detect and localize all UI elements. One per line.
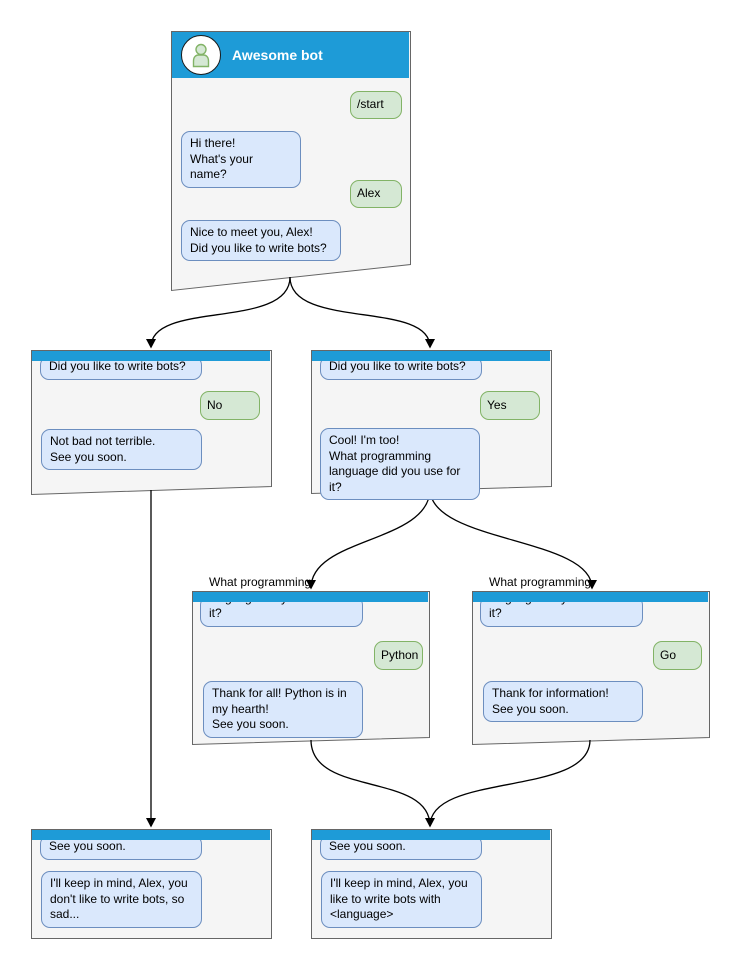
user-message-bubble: Go	[653, 641, 702, 670]
bot-message-bubble: Not bad not terrible. See you soon.	[41, 429, 202, 471]
window-titlebar: Awesome bot	[172, 32, 409, 78]
bot-message-bubble: Hi there! What's your name?	[181, 131, 301, 188]
user-message-bubble: Alex	[350, 180, 402, 208]
bot-message-bubble: Thank for information! See you soon.	[483, 681, 643, 723]
window-titlebar	[32, 830, 270, 840]
edge-yes-to-go	[429, 488, 597, 590]
chat-window-lang-python: What programming language did you use fo…	[192, 575, 430, 745]
bot-message-bubble: Thank for all! Python is in my hearth! S…	[203, 681, 363, 738]
window-title: Awesome bot	[232, 47, 323, 63]
edge-python-to-end	[310, 739, 435, 828]
user-message-bubble: No	[200, 391, 260, 420]
edge-main-to-no	[146, 276, 291, 349]
bot-message-bubble: Cool! I'm too! What programming language…	[320, 428, 480, 501]
bot-message-bubble: Nice to meet you, Alex! Did you like to …	[181, 220, 341, 262]
window-titlebar	[473, 592, 708, 602]
chat-window-branch-no: Did you like to write bots? No Not bad n…	[31, 350, 272, 495]
window-titlebar	[312, 351, 550, 361]
user-message-bubble: Yes	[480, 391, 540, 420]
edge-go-to-end	[429, 739, 591, 827]
user-message-bubble: Python	[374, 641, 423, 670]
window-titlebar	[312, 830, 550, 840]
user-message-bubble: /start	[350, 91, 402, 119]
edge-yes-to-python	[306, 488, 431, 590]
chat-window-end-yes: See you soon. I'll keep in mind, Alex, y…	[311, 829, 552, 939]
person-icon	[192, 43, 210, 68]
chat-window-lang-go: What programming language did you use fo…	[472, 575, 710, 745]
chat-window-end-no: See you soon. I'll keep in mind, Alex, y…	[31, 829, 272, 939]
chat-window-awesome-bot: Awesome bot /start Hi there! What's your…	[171, 31, 411, 291]
bot-avatar	[181, 35, 221, 75]
bot-message-bubble: I'll keep in mind, Alex, you don't like …	[41, 871, 202, 928]
bot-message-bubble: I'll keep in mind, Alex, you like to wri…	[321, 871, 482, 928]
window-titlebar	[32, 351, 270, 361]
edge-main-to-yes	[289, 276, 435, 349]
chat-window-branch-yes: Did you like to write bots? Yes Cool! I'…	[311, 350, 552, 501]
window-titlebar	[193, 592, 428, 602]
